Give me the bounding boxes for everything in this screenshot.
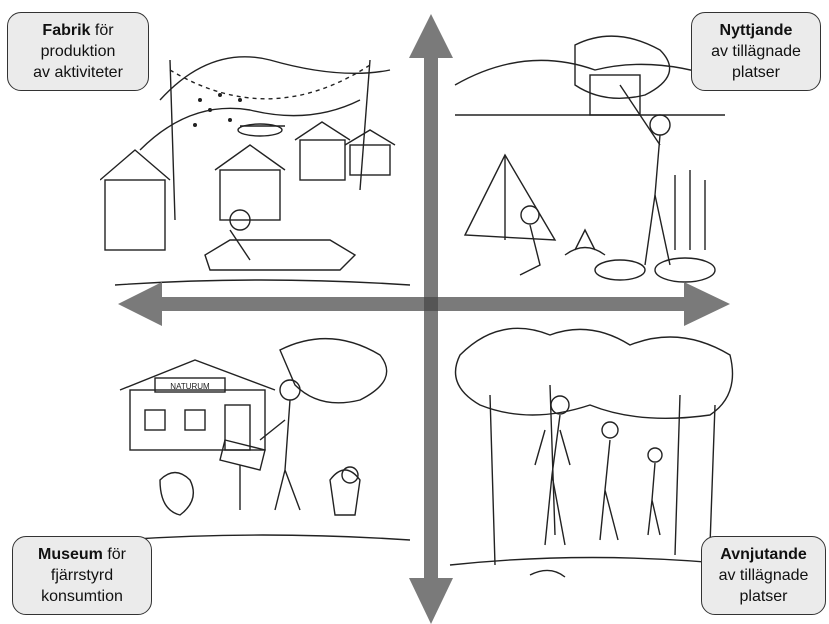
naturum-sign-text: NATURUM (170, 382, 210, 391)
vertical-axis (424, 58, 438, 578)
label-box-fabrik: Fabrik för produktion av aktiviteter (7, 12, 149, 91)
label-museum-line1: för (102, 546, 127, 563)
label-avnjutande-line2: av tillägnade (718, 567, 809, 584)
horizontal-axis (162, 297, 684, 311)
label-nyttjande-line2: av tillägnade (711, 43, 801, 60)
label-box-avnjutande: Avnjutande av tillägnade platser (701, 536, 826, 615)
label-museum-line2: fjärrstyrd (50, 567, 114, 584)
camping-illustration (454, 35, 726, 283)
label-nyttjande-bold: Nyttjande (719, 22, 793, 39)
ski-resort-illustration (100, 56, 411, 286)
label-museum-bold: Museum (37, 546, 103, 563)
visitor-centre-illustration: NATURUM (119, 337, 411, 541)
arrow-left (118, 282, 162, 326)
label-museum-line3: konsumtion (41, 588, 123, 605)
label-avnjutande-line3: platser (739, 588, 788, 605)
label-nyttjande-line3: platser (731, 64, 781, 81)
arrow-right (684, 282, 730, 326)
label-fabrik-bold: Fabrik (42, 22, 91, 39)
label-fabrik-line2: produktion (40, 43, 116, 60)
arrow-down (409, 578, 453, 624)
label-box-museum: Museum för fjärrstyrd konsumtion (12, 536, 152, 615)
label-avnjutande-bold: Avnjutande (720, 546, 807, 563)
arrow-up (409, 14, 453, 58)
label-fabrik-line1: för (90, 22, 114, 39)
label-box-nyttjande: Nyttjande av tillägnade platser (691, 12, 821, 91)
label-fabrik-line3: av aktiviteter (33, 64, 123, 81)
